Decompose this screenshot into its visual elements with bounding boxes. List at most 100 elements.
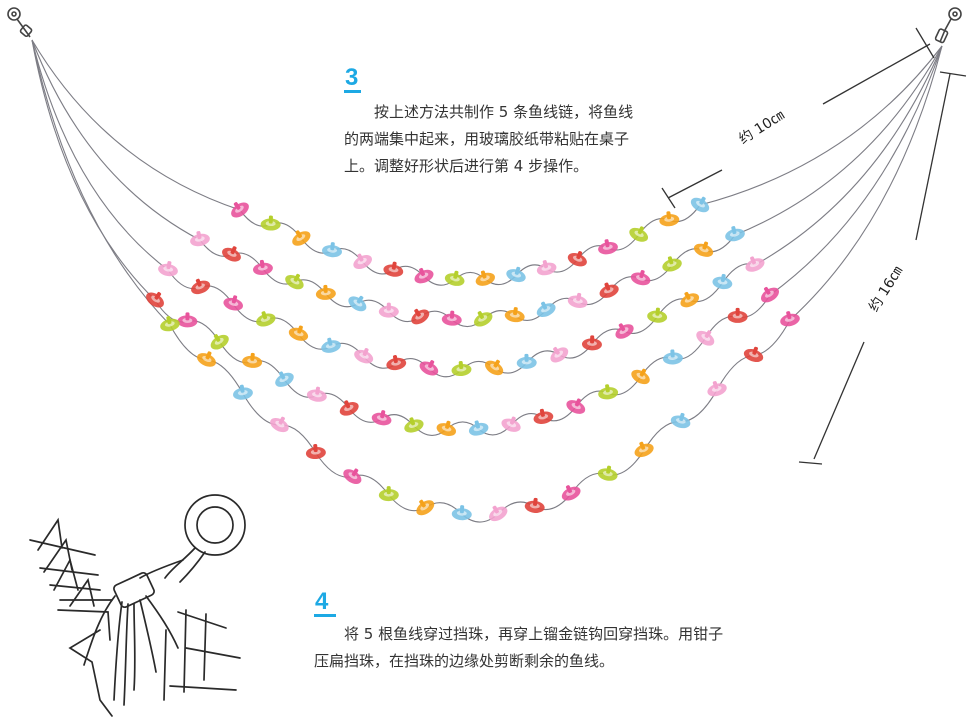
bead-icon (693, 241, 714, 257)
bead-icon (629, 226, 649, 242)
bead-icon (598, 239, 618, 255)
bead-icon (516, 353, 537, 369)
bead-icon (339, 400, 359, 416)
bead-icon (561, 485, 581, 501)
bead-icon (451, 360, 472, 377)
hand-icon (29, 494, 246, 717)
bead-icon (725, 226, 745, 242)
bead-icon (158, 261, 178, 277)
bead-icon (474, 311, 493, 327)
bead-icon (504, 307, 525, 323)
bead-icon (321, 337, 341, 353)
bead-icon (727, 307, 748, 323)
bead-icon (260, 215, 281, 231)
bead-icon (760, 286, 780, 303)
bead-icon (416, 499, 435, 516)
bead-icon (690, 196, 710, 213)
bead-icon (451, 505, 472, 521)
dimension-line-10cm (661, 27, 935, 209)
bead-icon (599, 282, 619, 298)
right-swivel-clasp-icon (934, 7, 962, 44)
bead-icon (598, 384, 619, 400)
bead-icon (436, 420, 457, 436)
bead-icon (670, 412, 691, 429)
bead-icon (533, 408, 554, 424)
bead-icon (231, 202, 249, 218)
bead-icon (315, 284, 336, 300)
bead-icon (581, 335, 602, 351)
bead-icon (630, 270, 651, 286)
bead-icon (680, 291, 700, 308)
bead-icon (233, 384, 253, 400)
bead-icon (386, 354, 407, 371)
bead-icon (597, 465, 618, 481)
bead-icon (745, 256, 765, 272)
bead-icon (419, 360, 439, 376)
bead-icon (270, 416, 289, 433)
bead-icon (305, 443, 326, 460)
bead-icon (659, 211, 680, 227)
dimension-line-16cm (798, 71, 967, 465)
bead-icon (696, 330, 715, 346)
bead-icon (177, 312, 198, 328)
bead-icon (354, 348, 374, 364)
bead-icon (292, 230, 311, 246)
bead-icon (371, 410, 392, 426)
bead-icon (475, 270, 495, 286)
bead-icon (567, 292, 588, 309)
bead-icon (506, 266, 526, 283)
bead-icon (662, 349, 683, 365)
step-3-number: 3 (344, 66, 362, 93)
bead-icon (378, 486, 399, 502)
bead-icon (197, 351, 216, 367)
bead-icon (306, 386, 327, 402)
bead-icon (414, 267, 434, 284)
step-3-instruction: 3 按上述方法共制作 5 条鱼线链，将鱼线的两端集中起来，用玻璃胶纸带粘贴在桌子… (344, 66, 639, 180)
bead-icon (662, 256, 682, 272)
bead-icon (383, 261, 404, 277)
beads (146, 196, 800, 522)
bead-icon (743, 346, 764, 363)
bead-icon (353, 253, 372, 270)
bead-icon (647, 307, 668, 323)
bead-icon (441, 310, 462, 326)
bead-icon (160, 316, 180, 332)
bead-icon (468, 420, 489, 436)
bead-icon (210, 334, 229, 350)
bead-icon (285, 273, 304, 290)
bead-icon (444, 270, 465, 286)
bead-icon (566, 398, 586, 414)
step-4-number: 4 (314, 590, 337, 617)
bead-icon (411, 308, 430, 325)
step-3-text: 按上述方法共制作 5 条鱼线链，将鱼线的两端集中起来，用玻璃胶纸带粘贴在桌子上。… (344, 103, 634, 175)
bead-icon (524, 497, 545, 513)
bead-icon (536, 301, 556, 318)
step-4-instruction: 4 将 5 根鱼线穿过挡珠，再穿上镏金链钩回穿挡珠。用钳子压扁挡珠，在挡珠的边缘… (314, 590, 734, 675)
step-4-text: 将 5 根鱼线穿过挡珠，再穿上镏金链钩回穿挡珠。用钳子压扁挡珠，在挡珠的边缘处剪… (314, 625, 724, 670)
bead-icon (191, 278, 211, 295)
bead-icon (780, 311, 800, 327)
bead-icon (712, 273, 733, 290)
bead-icon (615, 323, 634, 339)
bead-icon (378, 302, 399, 318)
bead-icon (631, 368, 650, 385)
bead-icon (222, 246, 241, 262)
bead-icon (288, 325, 309, 341)
bead-icon (223, 295, 244, 311)
bead-icon (256, 311, 276, 327)
bead-icon (348, 295, 367, 312)
bead-icon (484, 359, 504, 376)
bead-icon (146, 292, 164, 308)
bead-icon (550, 347, 569, 363)
bead-icon (567, 251, 587, 267)
bead-icon (536, 260, 557, 276)
bead-icon (404, 417, 424, 433)
bead-icon (242, 352, 263, 368)
bead-icon (190, 231, 210, 247)
fishing-line-strand (31, 39, 943, 523)
bead-icon (343, 468, 362, 484)
bead-icon (275, 371, 294, 387)
bead-icon (253, 259, 273, 276)
